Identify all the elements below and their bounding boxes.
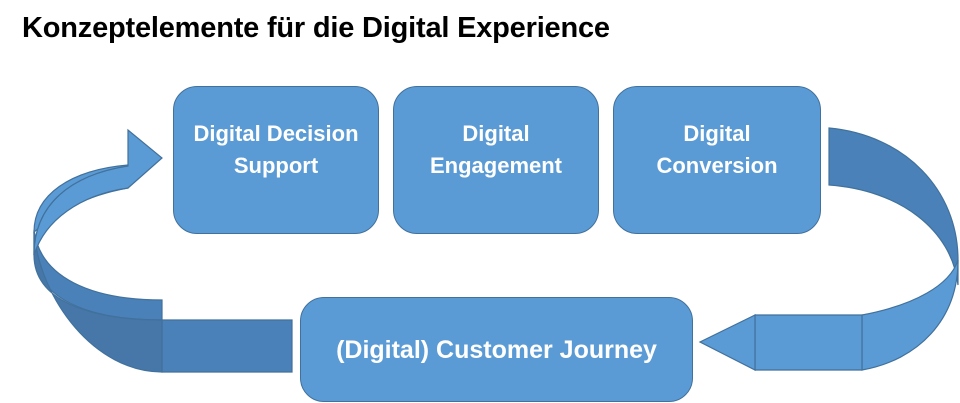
arrow-right-curve-face: [861, 259, 959, 371]
arrow-left-head: [33, 128, 163, 256]
arrow-left-back-face: [33, 229, 293, 373]
node-label: (Digital) Customer Journey: [336, 335, 657, 364]
node-digital-engagement[interactable]: Digital Engagement: [393, 86, 599, 234]
arrow-right-bottom-band: [754, 314, 863, 371]
arrow-conversion-to-journey: [698, 127, 959, 371]
page-title: Konzeptelemente für die Digital Experien…: [22, 12, 610, 44]
node-label: Digital Decision Support: [193, 121, 359, 178]
node-digital-decision-support[interactable]: Digital Decision Support: [173, 86, 379, 234]
node-label: Digital Conversion: [656, 121, 778, 178]
arrow-right-head: [698, 314, 756, 371]
node-label: Digital Engagement: [429, 121, 563, 178]
node-customer-journey[interactable]: (Digital) Customer Journey: [300, 297, 693, 402]
arrow-right-top-band: [828, 127, 959, 286]
arrow-journey-to-decision: [33, 128, 293, 373]
node-digital-conversion[interactable]: Digital Conversion: [613, 86, 821, 234]
